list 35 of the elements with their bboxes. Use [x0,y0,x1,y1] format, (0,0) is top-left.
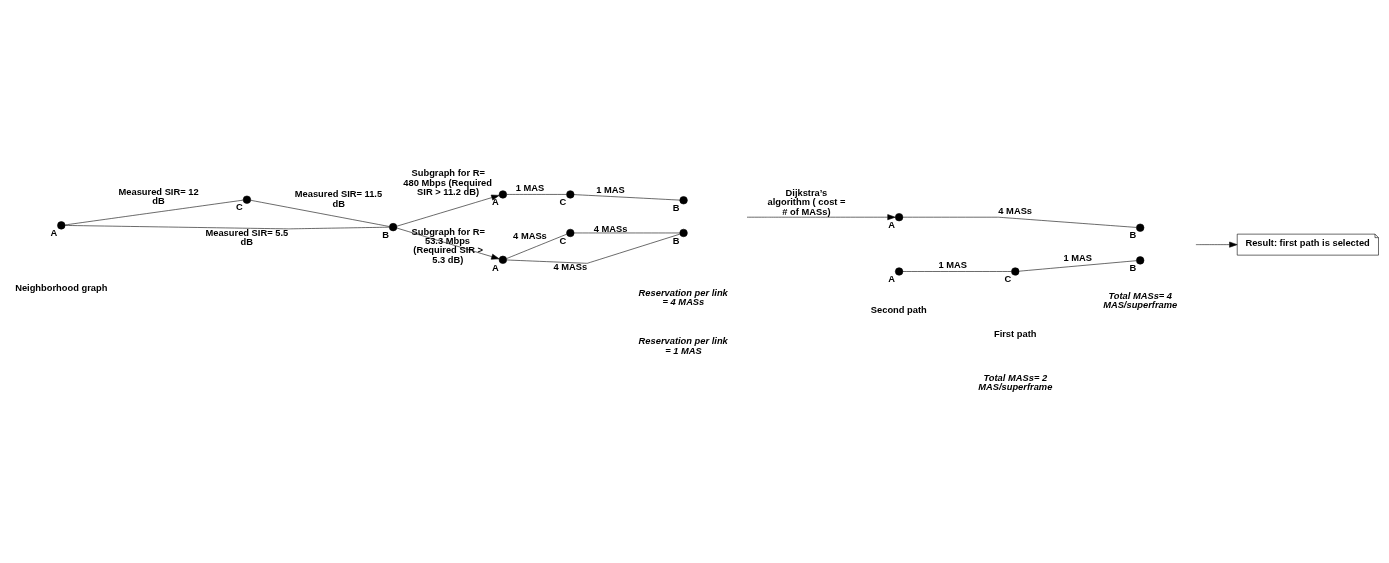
edge-label: 4 MASs [998,205,1033,216]
node-label: B [382,229,390,240]
label: Second path [870,304,927,315]
label: Total MASs= 2 MAS/superframe [978,372,1053,392]
edge-label: Subgraph for R= 480 Mbps (Required SIR > 11.2 dB) [403,167,493,197]
node-label: A [492,262,499,272]
edge-label: 1 MAS [515,182,545,193]
edge-label: 4 MASs [513,230,547,241]
edge-label: 1 MAS [1063,252,1092,263]
node-label: A [492,196,499,207]
node-label: B [672,202,680,213]
node-label: A [888,273,896,284]
label: Reservation per link = 1 MAS [638,335,728,356]
label: Neighborhood graph [15,282,108,293]
label: Total MASs= 4 MAS/superframe [1103,290,1178,310]
node-label: A [50,227,58,238]
edge-label: Measured SIR= 5.5 dB [205,227,289,247]
node-label: B [1129,229,1137,240]
edge-label: Measured SIR= 12 dB [118,186,199,206]
node-label: C [559,235,567,246]
edge-label: 4 MASs [553,261,588,272]
edge-label: 1 MAS [596,184,625,195]
edge-label: 4 MASs [593,223,628,234]
edge-label: Dijkstra’s algorithm ( cost = # of MASs) [767,187,846,217]
node-label: B [672,235,680,246]
label: First path [993,328,1037,339]
label: Reservation per link = 4 MASs [638,287,728,307]
edge-label: Subgraph for R= 53.3 Mbps (Required SIR > 5.3 dB) [411,226,485,265]
node-label: C [559,196,567,207]
node-label: A [888,219,896,230]
edge-label: Measured SIR= 11.5 dB [294,188,383,209]
node-label: C [1004,273,1012,284]
edge-label: 1 MAS [938,259,968,270]
node-label: C [236,201,243,212]
node-label: B [1129,262,1137,273]
